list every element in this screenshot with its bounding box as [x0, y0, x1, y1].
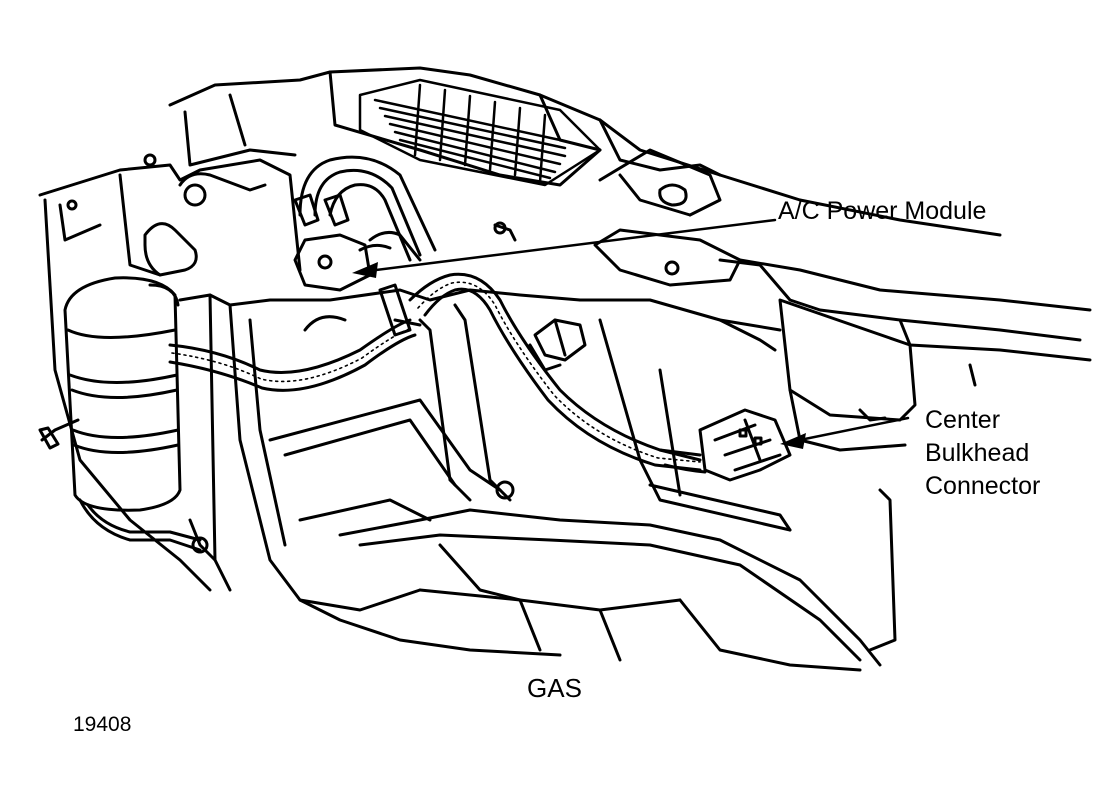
center-bulkhead-connector-label-line-2: Bulkhead	[925, 439, 1030, 467]
figure-number: 19408	[73, 713, 132, 736]
lower-duct-panel	[298, 508, 882, 672]
center-bulkhead-connector-label-line-1: Center	[925, 406, 1001, 434]
cowl-bracket-right	[593, 148, 1092, 312]
cowl-vent-grille	[358, 78, 602, 187]
center-bulkhead-connector	[658, 408, 792, 482]
evaporator-case	[178, 288, 582, 612]
accumulator-canister	[38, 276, 202, 552]
leader-lines	[358, 218, 910, 444]
ac-power-module	[293, 155, 517, 292]
cowl-panel	[168, 66, 802, 202]
wiring-harness	[168, 272, 702, 472]
variant-caption: GAS	[527, 673, 582, 703]
heater-housing-left	[38, 153, 302, 592]
hose-fitting	[528, 318, 587, 372]
center-bulkhead-connector-label-line-3: Connector	[925, 472, 1041, 500]
arrowheads	[352, 262, 806, 449]
ac-power-module-label: A/C Power Module	[778, 197, 987, 225]
center-bulkhead-connector-label: Center Bulkhead Connector	[925, 404, 1040, 503]
